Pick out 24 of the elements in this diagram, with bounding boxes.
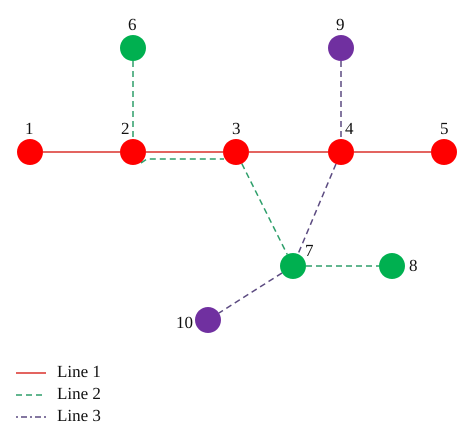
node-label: 8 xyxy=(409,257,418,275)
node-label: 7 xyxy=(305,242,314,260)
node-label: 3 xyxy=(232,120,240,138)
connector-line xyxy=(241,163,288,255)
connector-line xyxy=(146,151,223,153)
connector-line xyxy=(306,265,379,267)
node-label: 5 xyxy=(440,120,448,138)
connector-line xyxy=(43,151,120,153)
node-label: 10 xyxy=(176,314,193,332)
legend-label: Line 3 xyxy=(57,406,101,426)
connector-line xyxy=(132,61,134,139)
connector-line xyxy=(297,164,337,254)
connector-line xyxy=(140,158,224,164)
connector-line xyxy=(354,151,431,153)
node-label: 2 xyxy=(121,120,130,138)
legend-label: Line 1 xyxy=(57,362,101,382)
legend-label: Line 2 xyxy=(57,384,101,404)
connector-line xyxy=(249,151,328,153)
node-label: 9 xyxy=(336,16,344,34)
node-label: 4 xyxy=(345,120,354,138)
connector-line xyxy=(340,61,342,139)
node-label: 1 xyxy=(25,120,34,138)
node-label: 6 xyxy=(128,16,136,34)
connector-line xyxy=(218,272,282,314)
